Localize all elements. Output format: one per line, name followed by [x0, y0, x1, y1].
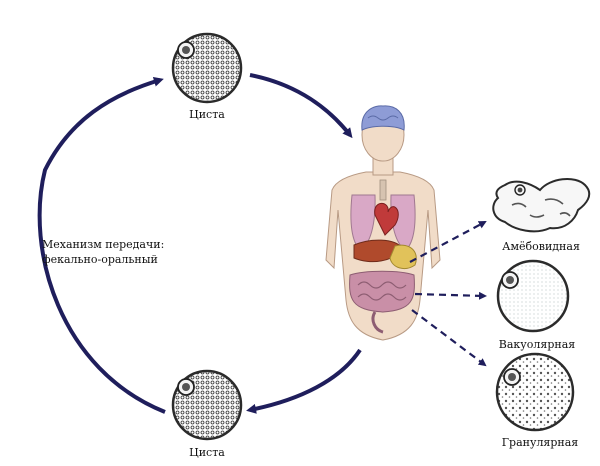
cycle-arrow-to-top-cyst: [37, 76, 166, 414]
label-amoeboid: Амёбовидная: [502, 240, 580, 253]
label-granular: Гранулярная: [501, 436, 579, 449]
cycle-arrow-to-bottom-cyst: [246, 348, 362, 414]
dashed-arrow-to-vacuolar: [414, 291, 487, 300]
granular-form-illustration: [495, 352, 575, 432]
dashed-arrow-to-granular: [411, 309, 487, 367]
label-cyst-top: Циста: [189, 108, 225, 121]
label-cyst-bottom: Циста: [189, 446, 225, 459]
label-mechanism-line2: фекально-оральный: [42, 253, 158, 266]
label-mechanism-line1: Механизм передачи:: [42, 238, 165, 251]
cyst-top-illustration: [171, 32, 243, 104]
amoeboid-form-illustration: [492, 178, 591, 233]
dashed-arrow-to-amoeboid: [409, 221, 487, 263]
label-vacuolar: Вакуолярная: [498, 338, 576, 351]
vacuolar-form-illustration: [496, 259, 570, 333]
human-anatomy-illustration: [325, 105, 441, 341]
cycle-arrow-to-human: [249, 73, 353, 139]
cyst-bottom-illustration: [171, 369, 243, 441]
